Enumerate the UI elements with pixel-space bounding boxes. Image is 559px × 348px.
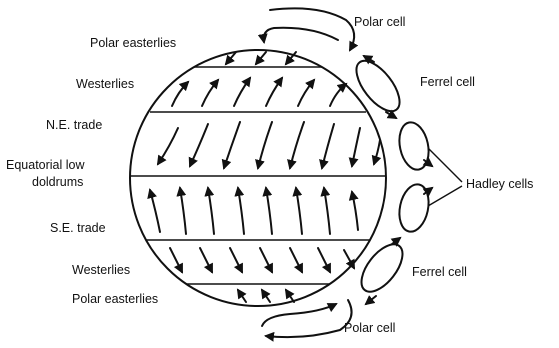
wind-arrow-polar-easterlies-north-2 bbox=[256, 52, 266, 64]
wind-arrow-se-trade-5 bbox=[266, 188, 272, 234]
wind-arrow-ne-trade-8 bbox=[374, 140, 380, 164]
wind-arrow-ne-trade-5 bbox=[290, 122, 304, 168]
wind-arrow-westerlies-south-4 bbox=[260, 248, 272, 272]
ferrel-cell-south-arrow bbox=[366, 296, 376, 304]
hadley-cell-north-loop bbox=[395, 120, 432, 173]
ferrel-cell-north-arrow-2 bbox=[386, 112, 396, 118]
label-ne-trade: N.E. trade bbox=[46, 118, 102, 132]
wind-arrow-ne-trade-3 bbox=[224, 122, 240, 168]
polar-cell-south-loop bbox=[266, 300, 352, 337]
polar-cell-north-loop bbox=[270, 8, 354, 50]
wind-arrow-polar-easterlies-south-2 bbox=[262, 290, 270, 302]
wind-arrow-ne-trade-6 bbox=[322, 124, 334, 168]
hadley-leader-line-south bbox=[428, 186, 462, 206]
ferrel-cell-north-loop bbox=[348, 54, 407, 119]
wind-arrow-polar-easterlies-south-1 bbox=[238, 290, 246, 302]
wind-arrow-polar-easterlies-south-3 bbox=[286, 290, 294, 302]
wind-arrow-westerlies-north-6 bbox=[330, 84, 346, 106]
wind-arrow-westerlies-south-6 bbox=[318, 248, 330, 272]
label-polar-easterlies-top: Polar easterlies bbox=[90, 36, 176, 50]
wind-arrow-westerlies-north-1 bbox=[172, 82, 188, 106]
label-equatorial-low: Equatorial low bbox=[6, 158, 85, 172]
label-hadley-cells: Hadley cells bbox=[466, 177, 533, 191]
wind-arrow-westerlies-north-3 bbox=[234, 78, 250, 106]
label-polar-easterlies-bottom: Polar easterlies bbox=[72, 292, 158, 306]
label-doldrums: doldrums bbox=[32, 175, 83, 189]
circulation-cells bbox=[262, 8, 433, 337]
hadley-cell-south-loop bbox=[395, 182, 432, 235]
wind-arrow-westerlies-south-5 bbox=[290, 248, 302, 272]
wind-arrow-westerlies-south-7 bbox=[344, 250, 354, 268]
label-se-trade: S.E. trade bbox=[50, 221, 106, 235]
wind-arrow-westerlies-north-4 bbox=[266, 78, 282, 106]
wind-arrow-se-trade-6 bbox=[296, 188, 302, 234]
wind-arrows bbox=[150, 52, 380, 302]
ferrel-cell-south-arrow-2 bbox=[392, 238, 400, 244]
wind-arrow-ne-trade-7 bbox=[352, 128, 360, 166]
wind-arrow-westerlies-south-3 bbox=[230, 248, 242, 272]
wind-arrow-se-trade-2 bbox=[180, 188, 186, 234]
label-polar-cell-bottom: Polar cell bbox=[344, 321, 395, 335]
wind-arrow-se-trade-7 bbox=[324, 188, 330, 234]
wind-arrow-ne-trade-2 bbox=[190, 124, 208, 166]
wind-arrow-se-trade-3 bbox=[208, 188, 214, 234]
label-ferrel-cell-bottom: Ferrel cell bbox=[412, 265, 467, 279]
wind-arrow-se-trade-1 bbox=[150, 190, 160, 232]
wind-arrow-ne-trade-1 bbox=[158, 128, 178, 164]
wind-arrow-westerlies-north-2 bbox=[202, 80, 218, 106]
wind-arrow-westerlies-south-2 bbox=[200, 248, 212, 272]
label-westerlies-top: Westerlies bbox=[76, 77, 134, 91]
wind-arrow-se-trade-4 bbox=[238, 188, 244, 234]
polar-cell-north-return bbox=[264, 28, 338, 42]
ferrel-cell-south-loop bbox=[354, 237, 411, 298]
label-polar-cell-top: Polar cell bbox=[354, 15, 405, 29]
wind-arrow-westerlies-north-5 bbox=[298, 80, 314, 106]
hadley-leader-line-north bbox=[428, 148, 462, 182]
wind-arrow-ne-trade-4 bbox=[258, 122, 272, 168]
earth-globe bbox=[130, 50, 386, 306]
label-westerlies-bottom: Westerlies bbox=[72, 263, 130, 277]
polar-cell-south-return bbox=[262, 304, 336, 326]
wind-arrow-westerlies-south-1 bbox=[170, 248, 182, 272]
wind-arrow-se-trade-8 bbox=[352, 192, 358, 230]
latitude-lines bbox=[130, 67, 386, 284]
label-ferrel-cell-top: Ferrel cell bbox=[420, 75, 475, 89]
